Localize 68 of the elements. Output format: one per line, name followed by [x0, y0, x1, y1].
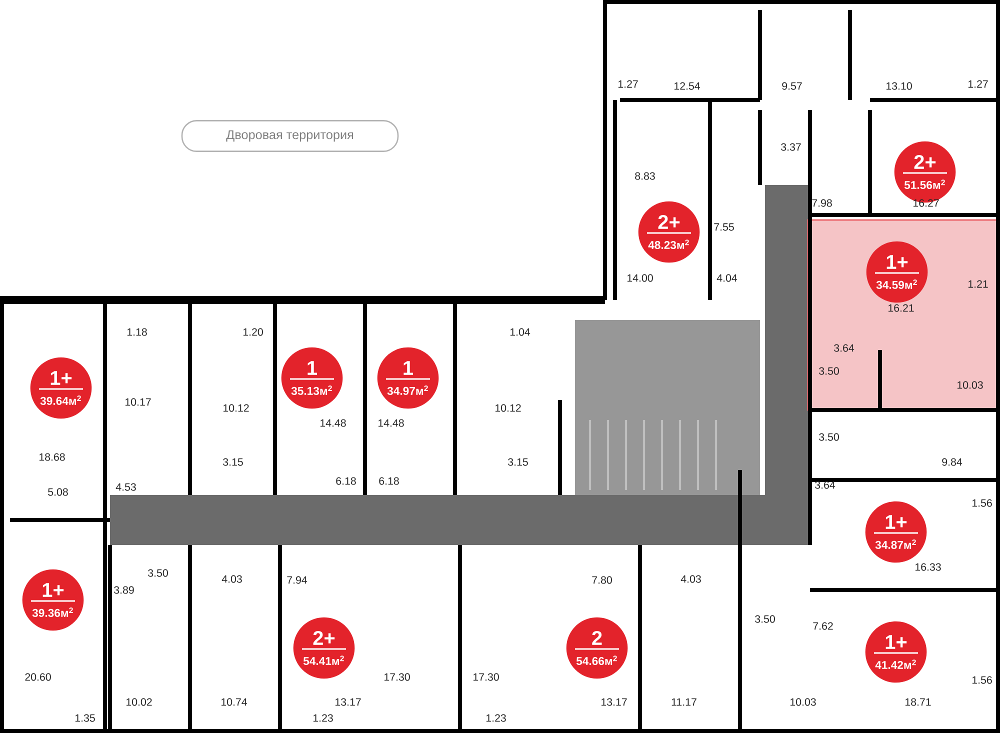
room-area: 7.80 [592, 576, 612, 584]
room-area: 3.37 [781, 143, 801, 151]
room-area: 13.17 [601, 698, 627, 706]
room-area: 7.62 [813, 622, 833, 630]
room-area: 10.02 [126, 698, 152, 706]
room-area: 16.33 [915, 563, 941, 571]
room-area: 10.74 [221, 698, 248, 706]
room-area: 1.56 [972, 499, 992, 507]
room-area: 3.50 [819, 433, 839, 441]
room-area: 7.55 [714, 223, 734, 231]
apartment-badge: 1+ 34.87м$^{2}$ [865, 501, 927, 563]
apartment-badge: 2+ 48.23м$^{2}$ [638, 201, 700, 263]
room-area: 1.18 [127, 328, 147, 336]
room-area: 1.04 [510, 328, 530, 336]
room-area: 6.18 [379, 477, 399, 485]
room-area: 1.23 [313, 714, 333, 722]
apartment-badge: 1+ 34.59м$^{2}$ [866, 241, 928, 303]
room-area: 3.89 [114, 586, 134, 594]
apartment-badge: 1+ 39.36м$^{2}$ [22, 569, 84, 631]
room-area: 3.50 [819, 367, 839, 375]
room-area: 13.17 [335, 698, 361, 706]
room-area: 17.30 [473, 673, 499, 681]
room-area: 5.08 [48, 488, 68, 496]
apartment-badge: 1+ 41.42м$^{2}$ [865, 621, 927, 683]
room-area: 6.18 [336, 477, 356, 485]
room-area: 4.53 [116, 483, 136, 491]
room-area: 10.03 [957, 381, 983, 389]
room-area: 11.17 [672, 698, 696, 706]
room-area: 3.50 [755, 615, 775, 623]
room-area: 1.20 [243, 328, 263, 336]
room-area: 18.71 [905, 698, 931, 706]
room-area: 4.04 [716, 274, 738, 282]
room-area: 10.17 [125, 398, 151, 406]
room-area: 1.21 [968, 280, 988, 288]
room-area: 3.15 [223, 458, 243, 466]
room-area: 20.60 [25, 673, 51, 681]
room-area: 1.27 [968, 80, 988, 88]
room-area: 17.30 [384, 673, 410, 681]
room-area: 10.12 [495, 404, 521, 412]
area-label-pill: Дворовая территория [181, 120, 399, 152]
apartment-badge: 2+ 54.41м$^{2}$ [293, 617, 355, 679]
room-area: 18.68 [39, 453, 65, 461]
room-area: 1.27 [618, 80, 638, 88]
apartment-badge: 2 54.66м$^{2}$ [566, 617, 628, 679]
room-area: 14.00 [627, 274, 653, 282]
room-area: 8.83 [635, 172, 655, 180]
room-area: 12.54 [674, 82, 700, 90]
room-area: 3.15 [508, 458, 528, 466]
room-area: 3.64 [834, 344, 854, 352]
room-area: 9.57 [782, 82, 802, 90]
room-area: 14.48 [378, 419, 404, 427]
room-area: 7.94 [287, 576, 308, 584]
room-area: 3.50 [148, 569, 168, 577]
room-area: 1.35 [75, 714, 95, 722]
room-area: 7.98 [812, 199, 832, 207]
room-area: 3.64 [815, 481, 836, 489]
room-area: 4.03 [680, 575, 701, 583]
room-area: 4.03 [222, 575, 242, 583]
room-area: 1.56 [972, 676, 992, 684]
apartment-badge: 1+ 39.64м$^{2}$ [30, 357, 92, 419]
room-area: 9.84 [942, 458, 962, 466]
room-area: 10.12 [223, 404, 249, 412]
room-area: 14.48 [320, 419, 346, 427]
apartment-badge: 1 35.13м$^{2}$ [281, 347, 343, 409]
room-area: 1.23 [486, 714, 506, 722]
apartment-badge: 1 34.97м$^{2}$ [377, 347, 439, 409]
room-area: 13.10 [886, 82, 912, 90]
room-area: 10.03 [790, 698, 816, 706]
